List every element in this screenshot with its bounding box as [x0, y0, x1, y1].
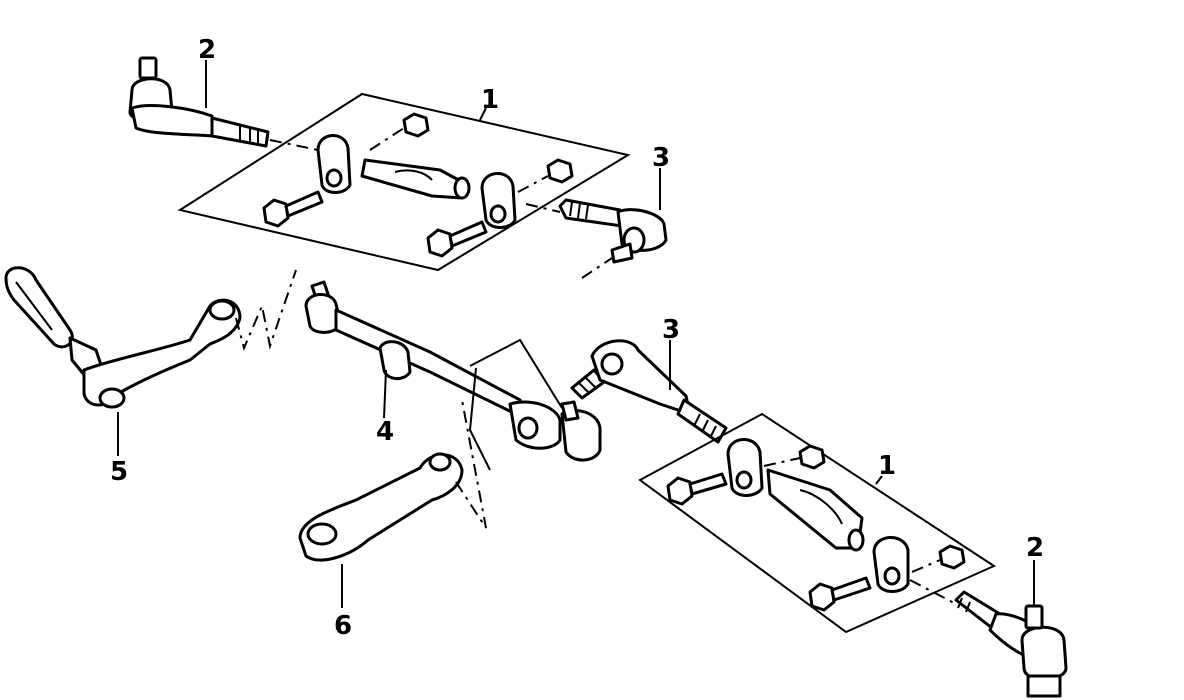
adjuster-kit-top	[177, 92, 631, 272]
callout-1-top: 1	[481, 85, 499, 115]
idler-arm	[298, 399, 487, 562]
callout-5: 5	[110, 457, 128, 487]
callout-3-middle: 3	[662, 315, 680, 345]
tie-rod-inner-middle	[570, 339, 728, 444]
bolt-top-right	[426, 220, 488, 258]
nut-bottom-right	[938, 544, 966, 570]
callout-2-bottom: 2	[1026, 533, 1044, 563]
clamp-bottom-left	[726, 438, 764, 497]
tie-rod-inner-top	[525, 198, 668, 279]
clamp-bottom-right	[872, 536, 910, 593]
nut-bottom-left	[798, 444, 826, 470]
pitman-arm	[4, 266, 297, 409]
clamp-top-left	[316, 134, 352, 194]
nut-top-left	[402, 112, 430, 138]
bolt-top-left	[262, 190, 324, 228]
callout-4: 4	[376, 417, 394, 447]
adjuster-kit-bottom	[638, 412, 997, 634]
leader-lines	[117, 60, 1035, 608]
clamp-top-right	[480, 172, 517, 229]
adjuster-sleeve-top	[360, 158, 471, 200]
tie-rod-end-outer-top	[128, 56, 319, 151]
callout-3-top: 3	[652, 143, 670, 173]
adjuster-sleeve-bottom	[766, 468, 865, 552]
bolt-bottom-right	[808, 576, 872, 612]
callout-1-bottom: 1	[878, 451, 896, 481]
bolt-bottom-left	[666, 472, 728, 506]
callout-6: 6	[334, 611, 352, 641]
center-link	[304, 280, 602, 471]
callout-labels: 1 2 3 3 4 5 1 2 6	[110, 35, 1044, 641]
callout-2-top: 2	[198, 35, 216, 65]
nut-top-right	[546, 158, 574, 184]
tie-rod-end-outer-bottom	[909, 579, 1068, 698]
